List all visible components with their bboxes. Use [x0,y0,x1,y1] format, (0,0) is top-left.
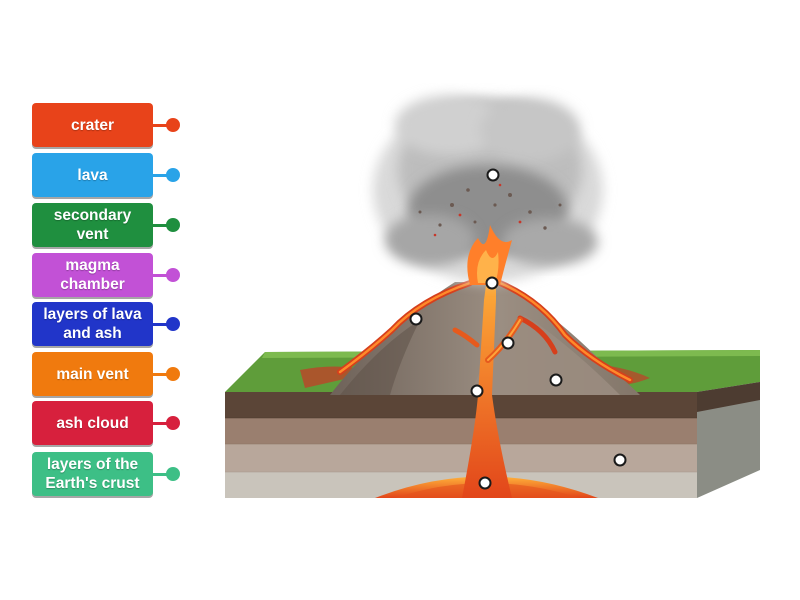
label-row-main-vent: main vent [32,352,182,398]
block-side-face [697,382,760,498]
label-row-layers-lava-ash: layers of lava and ash [32,302,182,348]
label-pin-lava[interactable] [166,168,180,182]
rock-layer-2 [225,444,697,472]
drop-target-crater-area[interactable] [485,276,499,290]
connector-layers-lava-ash [153,323,171,326]
label-tile-crater[interactable]: crater [32,103,153,147]
drop-target-secondary-vent-area[interactable] [501,336,515,350]
label-pin-main-vent[interactable] [166,367,180,381]
drop-target-main-vent-area[interactable] [470,384,484,398]
ash-cloud-shape [373,95,603,285]
label-pin-crater[interactable] [166,118,180,132]
drop-target-earth-crust-area[interactable] [613,453,627,467]
connector-earth-crust [153,473,171,476]
label-row-earth-crust: layers of the Earth's crust [32,452,182,498]
connector-secondary-vent [153,224,171,227]
label-tile-earth-crust[interactable]: layers of the Earth's crust [32,452,153,496]
connector-crater [153,124,171,127]
label-pin-secondary-vent[interactable] [166,218,180,232]
rock-layer-1 [225,418,697,444]
drop-target-lava-area[interactable] [409,312,423,326]
label-tile-magma-chamber[interactable]: magma chamber [32,253,153,297]
lava-streams [337,280,633,383]
label-pin-magma-chamber[interactable] [166,268,180,282]
drop-target-ash-cloud-area[interactable] [486,168,500,182]
drop-target-magma-chamber-area[interactable] [478,476,492,490]
label-row-crater: crater [32,103,182,149]
label-tile-secondary-vent[interactable]: secondary vent [32,203,153,247]
label-tile-ash-cloud[interactable]: ash cloud [32,401,153,445]
connector-main-vent [153,373,171,376]
label-pin-ash-cloud[interactable] [166,416,180,430]
label-pin-earth-crust[interactable] [166,467,180,481]
label-tile-main-vent[interactable]: main vent [32,352,153,396]
connector-magma-chamber [153,274,171,277]
label-pin-layers-lava-ash[interactable] [166,317,180,331]
block-side-soil [697,382,760,412]
label-row-secondary-vent: secondary vent [32,203,182,249]
label-row-magma-chamber: magma chamber [32,253,182,299]
drop-targets [409,168,627,490]
label-tile-layers-lava-ash[interactable]: layers of lava and ash [32,302,153,346]
label-row-ash-cloud: ash cloud [32,401,182,447]
connector-lava [153,174,171,177]
drop-target-layers-lava-ash-area[interactable] [549,373,563,387]
label-row-lava: lava [32,153,182,199]
soil-layer-top [225,392,697,418]
label-tile-lava[interactable]: lava [32,153,153,197]
connector-ash-cloud [153,422,171,425]
